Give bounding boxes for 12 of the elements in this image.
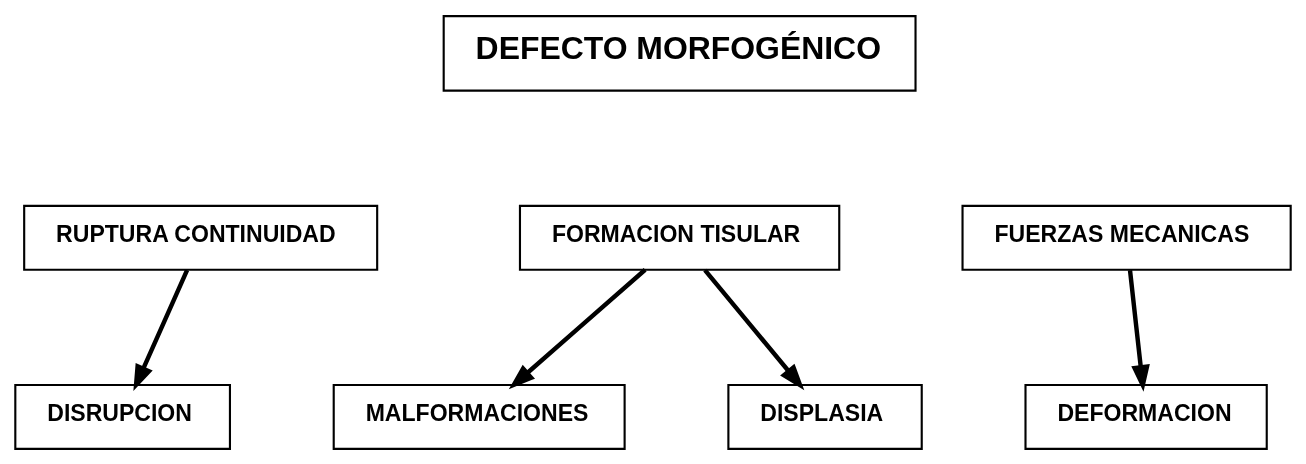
arrow: [1127, 269, 1150, 392]
node-box: FUERZAS MECANICAS: [961, 204, 1292, 271]
node-box: MALFORMACIONES: [332, 383, 626, 450]
arrow: [703, 268, 805, 390]
arrow: [508, 267, 647, 389]
node-box: DISRUPCION: [14, 383, 231, 450]
node-box: RUPTURA CONTINUIDAD: [23, 204, 379, 271]
node-box: DISPLASIA: [727, 383, 923, 450]
arrow: [133, 268, 190, 391]
node-box: DEFECTO MORFOGÉNICO: [442, 14, 917, 92]
node-box: DEFORMACION: [1024, 383, 1268, 450]
node-box: FORMACION TISULAR: [518, 204, 841, 271]
